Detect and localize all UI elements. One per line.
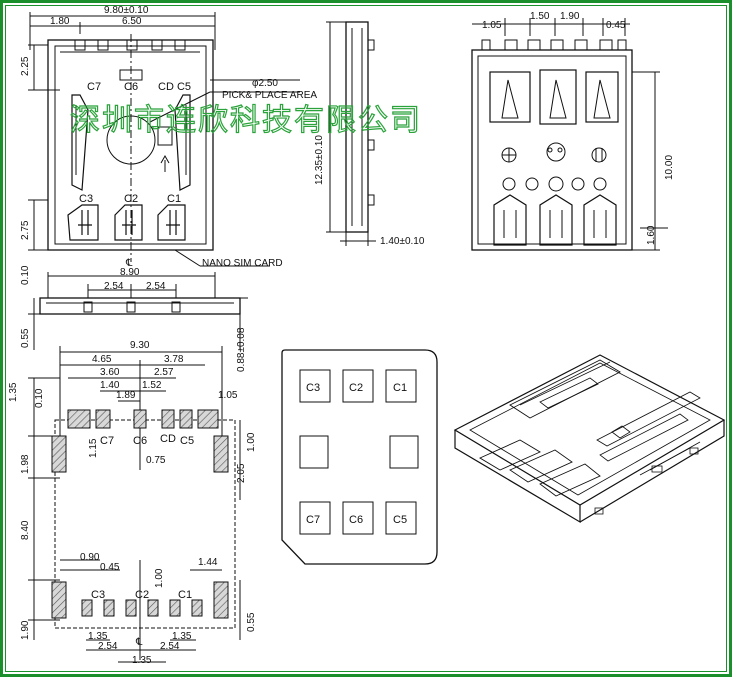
card-label-c5: C5 [393,514,407,526]
dim-fp-115: 1.15 [88,438,99,458]
dim-fp-930: 9.30 [130,340,150,351]
top-view [28,12,300,267]
dim-bottom-tail: 1.60 [646,225,657,245]
dim-fp-254-left: 2.54 [98,641,118,652]
dim-pitch-150: 1.50 [530,11,550,22]
side-view [326,21,376,246]
pick-diameter-label: φ2.50 [252,78,278,89]
dim-fp-135-right: 1.35 [172,631,192,642]
dim-fp-360: 3.60 [100,367,120,378]
dim-fp-105-top: 1.05 [218,390,238,401]
dim-fp-198: 1.98 [20,454,31,474]
dim-front-254-left: 2.54 [104,281,124,292]
dim-fp-144: 1.44 [198,557,218,568]
dimension-labels: 9.80±0.10 1.80 6.50 2.25 2.75 0.10 8.90 … [8,5,675,666]
dim-fp-465: 4.65 [92,354,112,365]
dim-fp-010: 0.10 [34,388,45,408]
bottom-view [471,18,668,251]
label-c7: C7 [87,81,101,93]
card-label-c7: C7 [306,514,320,526]
dim-fp-378: 3.78 [164,354,184,365]
label-c3: C3 [79,193,93,205]
dim-fp-135: 1.35 [8,382,19,402]
dim-fp-100-right: 1.00 [246,432,257,452]
dim-fp-100-bottom: 1.00 [154,568,165,588]
dim-pitch-045: 0.45 [606,20,626,31]
dim-fp-152: 1.52 [142,380,162,391]
dim-fp-840: 8.40 [20,520,31,540]
dim-fp-135-left: 1.35 [88,631,108,642]
card-label-c1: C1 [393,382,407,394]
fp-centerline-mark: ℄ [135,637,143,648]
fp-label-c7: C7 [100,435,114,447]
dim-fp-189: 1.89 [116,390,136,401]
dim-front-254-right: 2.54 [146,281,166,292]
fp-label-c1: C1 [178,589,192,601]
dim-fp-075: 0.75 [146,455,166,466]
dim-fp-257: 2.57 [154,367,174,378]
dim-height: 1.40±0.10 [380,236,425,247]
dim-top-depth: 2.25 [20,56,31,76]
watermark-text: 深圳市连欣科技有限公司 [70,103,422,138]
dim-fp-205: 2.05 [236,463,247,483]
dim-front-height: 0.88±0.08 [236,327,247,372]
label-c6: C6 [124,81,138,93]
dim-fp-190: 1.90 [20,620,31,640]
dim-fp-140: 1.40 [100,380,120,391]
fp-label-c5: C5 [180,435,194,447]
fp-label-c6: C6 [133,435,147,447]
dim-fp-055: 0.55 [246,612,257,632]
nano-sim-label: NANO SIM CARD [202,258,283,269]
pcb-footprint [28,346,241,663]
dim-fp-254-right: 2.54 [160,641,180,652]
frame-border-inner [5,5,727,672]
isometric-view [453,354,726,524]
card-label-c3: C3 [306,382,320,394]
fp-label-c2: C2 [135,589,149,601]
front-view [28,272,248,350]
card-label-c6: C6 [349,514,363,526]
dim-pitch-190: 1.90 [560,11,580,22]
dim-fp-045: 0.45 [100,562,120,573]
dim-offset: 1.80 [50,16,70,27]
dim-overall-width: 9.80±0.10 [104,5,149,16]
dim-fp-090: 0.90 [80,552,100,563]
dim-inner-width: 6.50 [122,16,142,27]
dim-base-width: 8.90 [120,267,140,278]
card-label-c2: C2 [349,382,363,394]
card-contact-layout [281,349,438,565]
fp-label-c3: C3 [91,589,105,601]
label-c2: C2 [124,193,138,205]
dim-bottom-gap: 0.10 [20,265,31,285]
dim-bottom-length: 10.00 [664,155,675,180]
fp-label-cd: CD [160,433,176,445]
dim-bottom-depth: 2.75 [20,220,31,240]
label-c1: C1 [167,193,181,205]
dim-fp-135-bottom: 1.35 [132,655,152,666]
dim-total-length: 12.35±0.10 [314,135,325,185]
dim-front-055: 0.55 [20,328,31,348]
dim-pitch-105: 1.05 [482,20,502,31]
centerline-mark: ℄ [125,258,133,269]
pick-place-label: PICK& PLACE AREA [222,90,317,101]
label-cd-c5: CD C5 [158,81,191,93]
